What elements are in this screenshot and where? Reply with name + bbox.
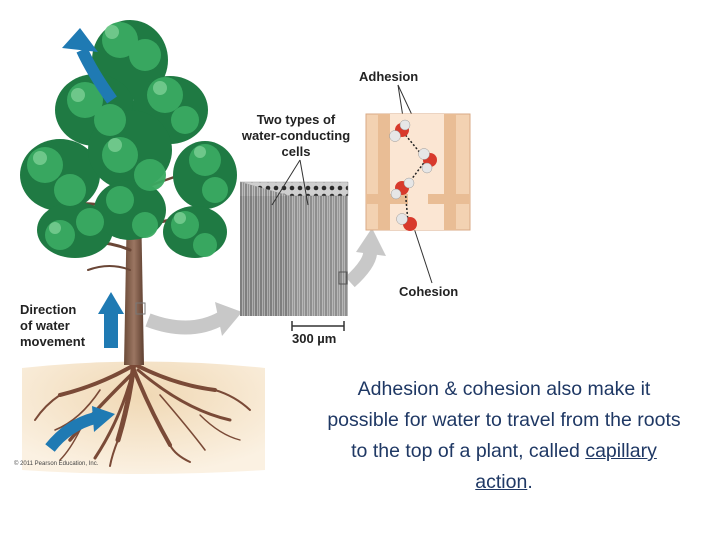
label-scale-bar: 300 µm — [292, 331, 337, 346]
label-direction-of-water: Direction of water movement — [20, 302, 120, 350]
tree-foliage — [20, 20, 237, 258]
scale-bar — [291, 321, 345, 331]
label-line: water-conducting — [241, 128, 351, 143]
water-arrow-top-icon — [62, 28, 117, 104]
label-line: movement — [20, 334, 86, 349]
zoom-arrow-trunk-to-xylem-icon — [145, 302, 242, 336]
water-molecule — [396, 213, 417, 231]
label-adhesion: Adhesion — [359, 69, 419, 84]
trunk-section-marker — [135, 302, 146, 315]
caption-text: Adhesion & cohesion also make it possibl… — [320, 374, 688, 498]
xylem-micrograph — [239, 181, 349, 316]
soil — [22, 361, 265, 474]
copyright-notice: © 2011 Pearson Education, Inc. — [14, 461, 99, 467]
water-cells-detail — [365, 113, 471, 231]
label-cohesion: Cohesion — [399, 284, 459, 299]
label-line: Direction — [20, 302, 77, 317]
caption-period: . — [527, 471, 533, 493]
water-arrow-roots-icon — [45, 406, 115, 452]
roots — [34, 359, 251, 467]
water-molecule — [390, 177, 415, 200]
caption-body: Adhesion & cohesion also make it possibl… — [327, 378, 681, 462]
water-molecule — [418, 148, 437, 174]
label-line: of water — [20, 318, 70, 333]
zoom-arrow-xylem-to-cells-icon — [345, 228, 386, 288]
water-arrow-up-icon — [98, 292, 124, 348]
label-two-types-of-cells: Two types of water-conducting cells — [232, 112, 360, 160]
label-line: cells — [281, 144, 311, 159]
water-molecule — [389, 119, 411, 142]
label-line: Two types of — [256, 112, 336, 127]
caption-term-capillary-action: capillary action — [475, 440, 657, 493]
